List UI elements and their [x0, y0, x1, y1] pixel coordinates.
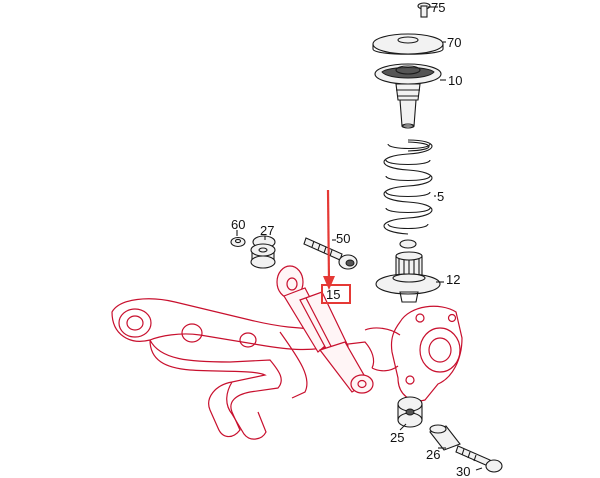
callout-5: 5 — [437, 189, 444, 204]
spring-mount-10 — [374, 63, 442, 129]
bushing-25 — [397, 396, 423, 428]
callout-12: 12 — [446, 272, 460, 287]
trailing-arm — [111, 298, 375, 440]
callout-60: 60 — [231, 217, 245, 232]
shock-absorber — [276, 265, 374, 394]
bolt-30 — [455, 445, 503, 473]
callout-30: 30 — [456, 464, 470, 478]
bolt-75 — [417, 2, 431, 18]
callout-50: 50 — [336, 231, 350, 246]
coil-spring-5 — [383, 139, 433, 249]
spring-seat-12 — [375, 251, 441, 303]
callout-10: 10 — [448, 73, 462, 88]
sleeve-26 — [429, 424, 461, 451]
bushing-27 — [250, 235, 276, 269]
callout-15: 15 — [326, 287, 340, 302]
leader-lines — [236, 6, 483, 471]
callout-27: 27 — [260, 223, 274, 238]
top-plate-70 — [372, 33, 444, 55]
callout-75: 75 — [431, 0, 445, 15]
bolt-50 — [303, 237, 358, 270]
callout-26: 26 — [426, 447, 440, 462]
washer-60 — [230, 236, 246, 248]
highlight-box — [321, 284, 351, 304]
highlight-arrow — [323, 189, 335, 290]
callout-25: 25 — [390, 430, 404, 445]
callout-70: 70 — [447, 35, 461, 50]
wheel-carrier — [364, 305, 463, 402]
